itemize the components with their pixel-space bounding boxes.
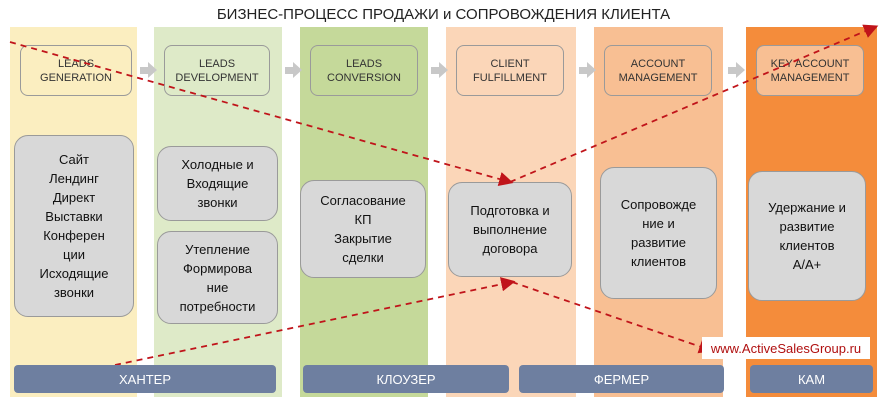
stage-line1: LEADS <box>57 57 95 70</box>
website-link[interactable]: www.ActiveSalesGroup.ru <box>702 337 870 359</box>
page-title: БИЗНЕС-ПРОЦЕСС ПРОДАЖИ и СОПРОВОЖДЕНИЯ К… <box>216 6 671 23</box>
role-hunter: ХАНТЕР <box>14 365 276 393</box>
dashed-line-fall <box>511 281 714 354</box>
dashed-line-up <box>509 24 879 183</box>
box-support: Сопровожде ние и развитие клиентов <box>600 167 717 299</box>
stage-line2: MANAGEMENT <box>618 71 698 84</box>
stage-line2: MANAGEMENT <box>770 71 850 84</box>
box-contract: Подготовка и выполнение договора <box>448 182 572 277</box>
stage-line2: CONVERSION <box>327 71 401 84</box>
box-retention: Удержание и развитие клиентов A/A+ <box>748 171 866 301</box>
stage-line1: CLIENT <box>490 57 530 70</box>
box-calls: Холодные и Входящие звонки <box>157 146 278 221</box>
stage-line2: FULFILLMENT <box>473 71 547 84</box>
box-closing: Согласование КП Закрытие сделки <box>300 180 426 278</box>
stage-line1: KEY ACCOUNT <box>770 57 850 70</box>
dashed-line-down <box>9 41 514 187</box>
role-kam: КАМ <box>750 365 873 393</box>
stage-line1: LEADS <box>345 57 383 70</box>
role-farmer: ФЕРМЕР <box>519 365 724 393</box>
box-warming: Утепление Формирова ние потребности <box>157 231 278 324</box>
stage-line1: ACCOUNT <box>630 57 686 70</box>
box-lead-sources: Сайт Лендинг Директ Выставки Конферен ци… <box>14 135 134 317</box>
role-closer: КЛОУЗЕР <box>303 365 509 393</box>
stage-line1: LEADS <box>198 57 236 70</box>
dashed-line-rise <box>114 277 516 366</box>
stage-line2: GENERATION <box>40 71 112 84</box>
stage-line2: DEVELOPMENT <box>175 71 259 84</box>
